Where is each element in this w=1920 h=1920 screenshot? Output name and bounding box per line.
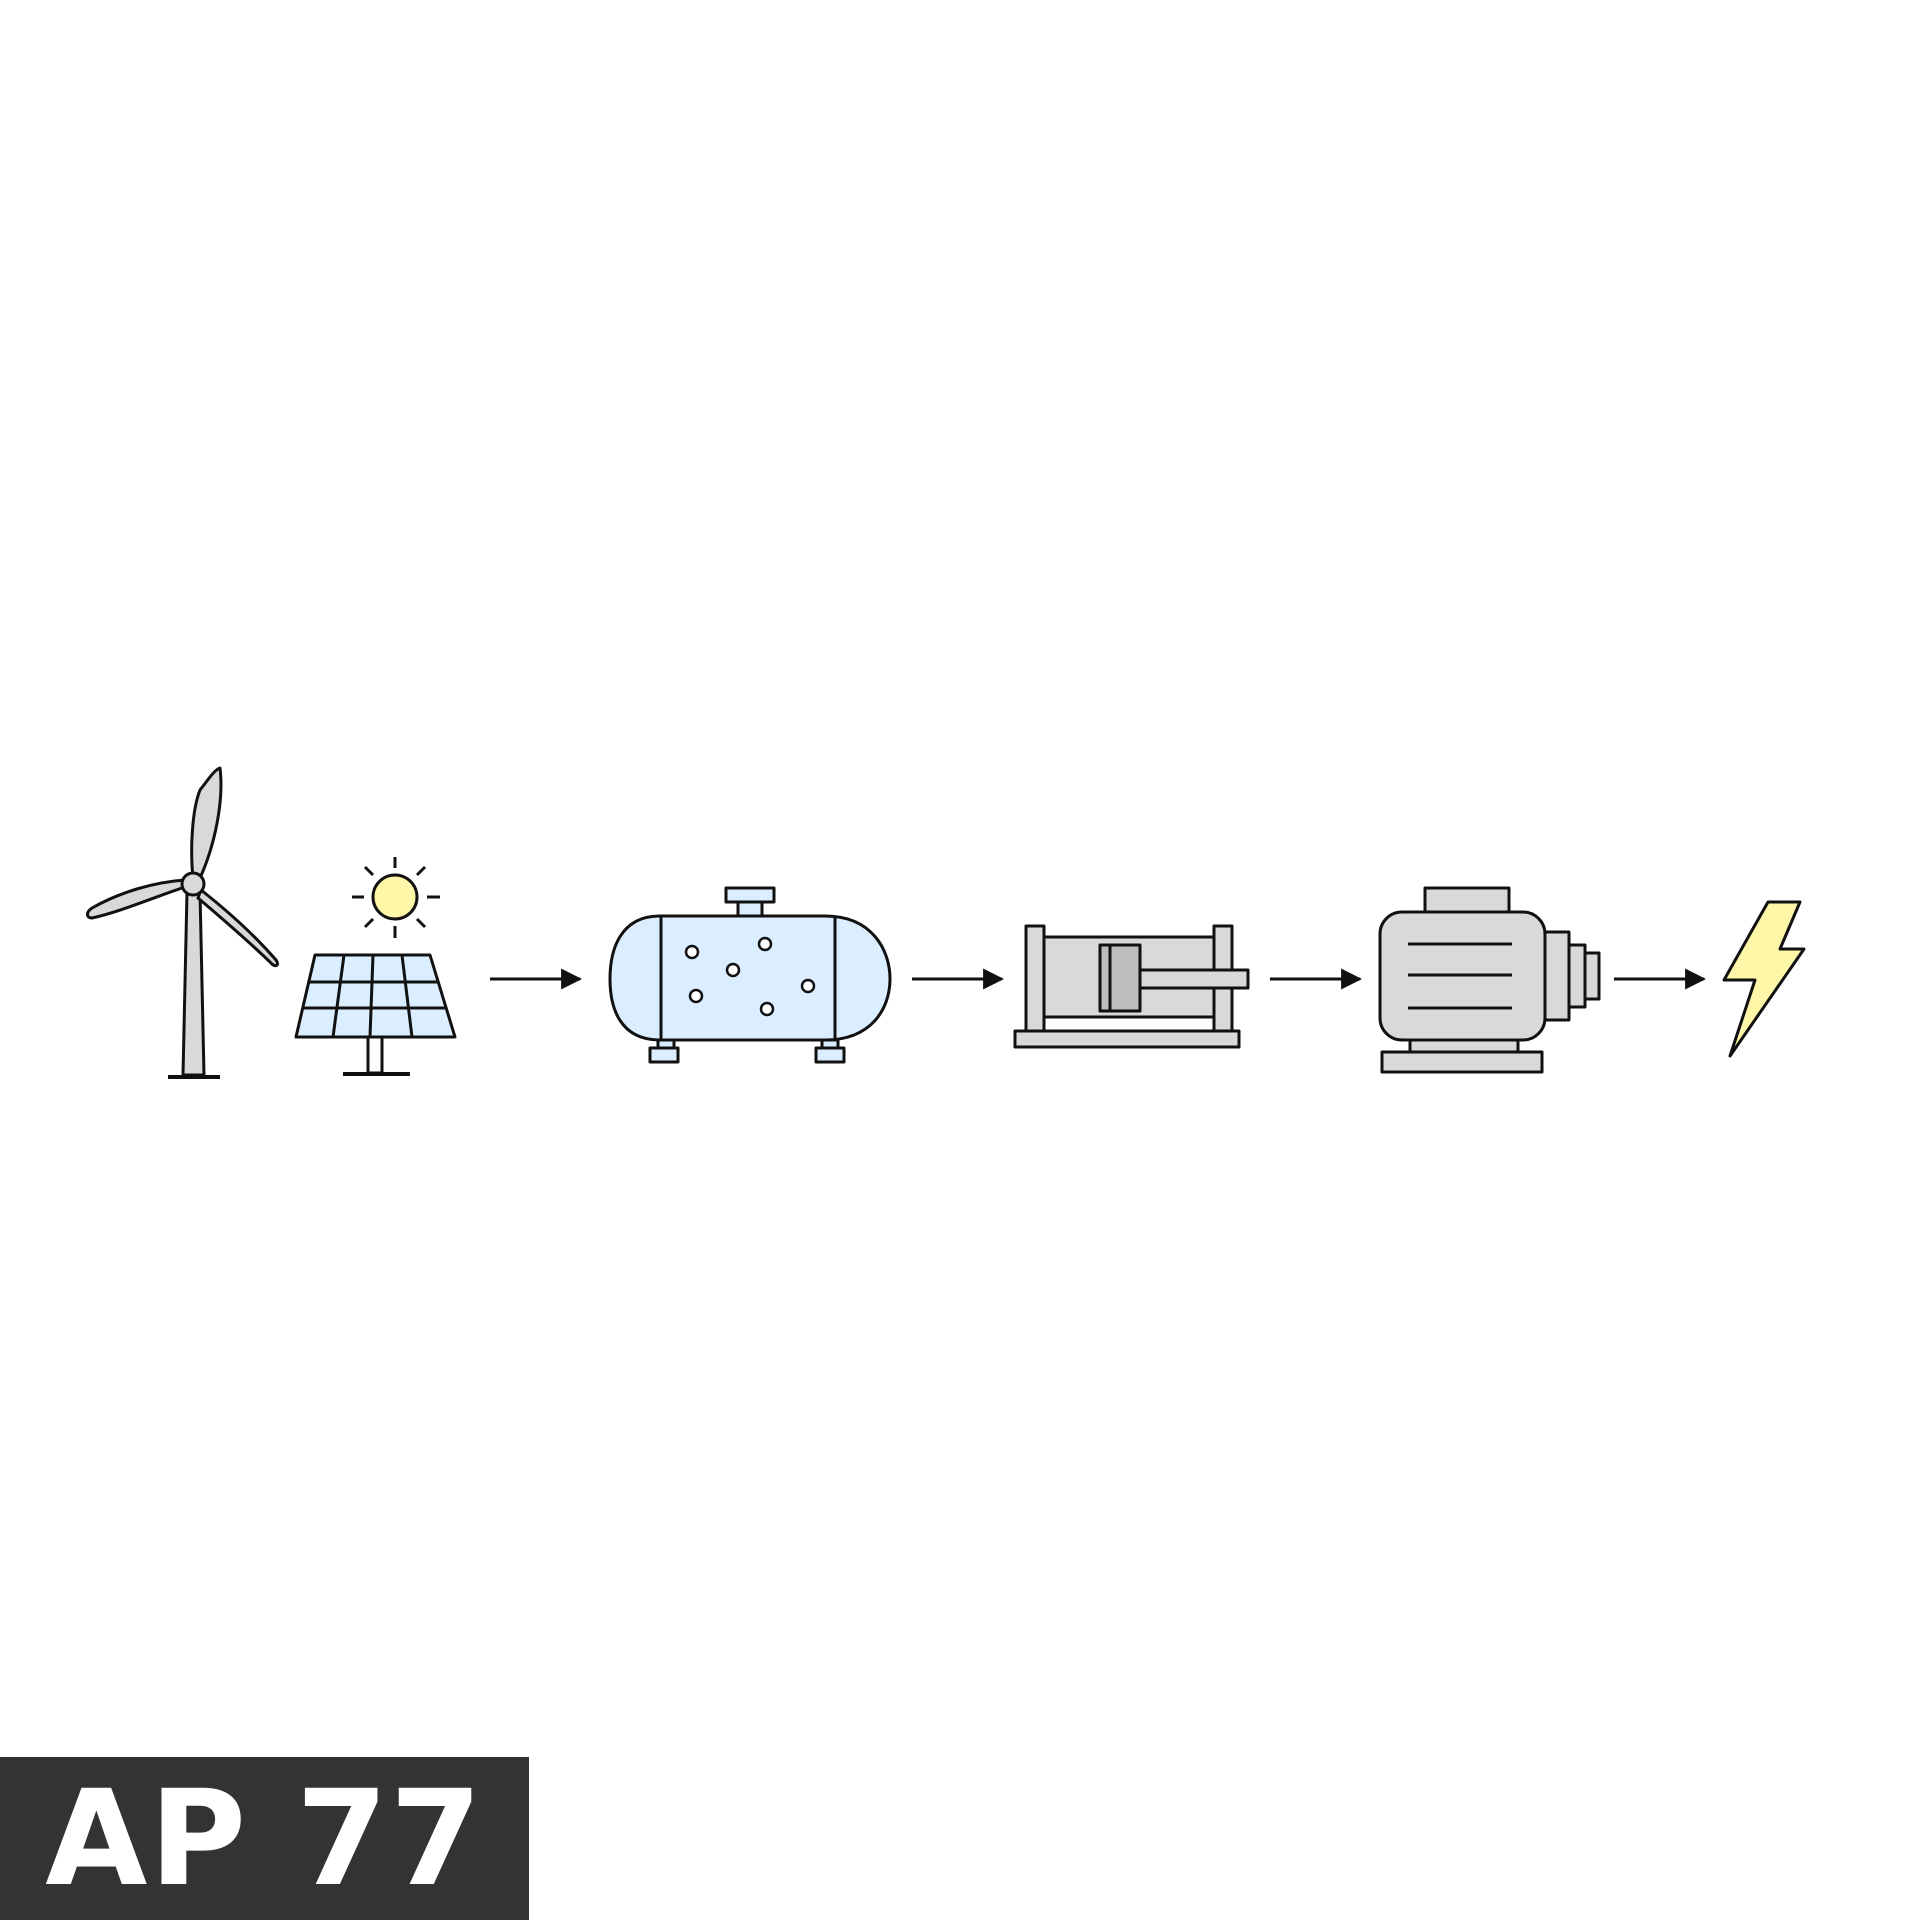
storage-tank-icon — [608, 886, 892, 1064]
solar-panel-icon — [294, 857, 457, 1076]
piston-cylinder-icon — [1013, 924, 1250, 1049]
figure-id-badge: AP 77 — [0, 1757, 529, 1920]
electric-generator-icon — [1378, 886, 1601, 1074]
sun-icon — [352, 857, 440, 938]
lightning-bolt-icon — [1722, 900, 1806, 1058]
figure-id-label: AP 77 — [45, 1761, 484, 1916]
wind-turbine-icon — [86, 766, 279, 1079]
